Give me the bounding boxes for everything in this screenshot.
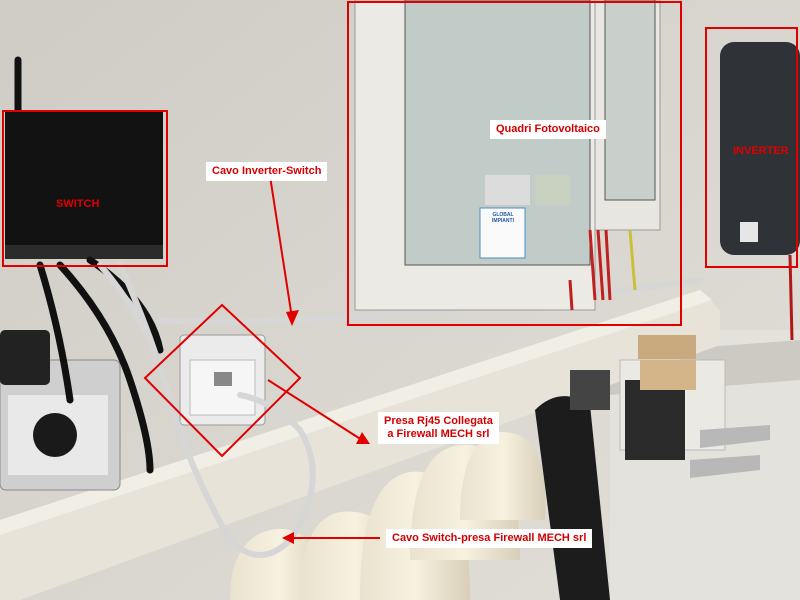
inverter-label: INVERTER bbox=[733, 145, 789, 157]
black-pipe bbox=[535, 396, 610, 600]
presa-label: Presa Rj45 Collegata a Firewall MECH srl bbox=[378, 412, 499, 444]
inverter-cable bbox=[788, 254, 794, 341]
rj45-plate bbox=[189, 359, 256, 416]
metal-bracket-2 bbox=[690, 455, 760, 478]
sticker-brand: GLOBAL IMPIANTI bbox=[492, 212, 514, 224]
presa-frame bbox=[143, 303, 302, 458]
annotation-arrows bbox=[267, 175, 380, 539]
cable-inverter-switch-label: Cavo Inverter-Switch bbox=[206, 162, 328, 181]
presa-label-line1: Presa Rj45 Collegata bbox=[384, 415, 493, 427]
breaker bbox=[485, 175, 530, 205]
pipe-fitting bbox=[570, 370, 610, 410]
cable-switch-presa-label: Cavo Switch-presa Firewall MECH srl bbox=[386, 529, 593, 548]
green-wire bbox=[628, 229, 637, 291]
red-wires bbox=[568, 229, 612, 311]
cable-trunking bbox=[0, 290, 720, 600]
annotation-frames bbox=[2, 1, 798, 458]
arrow-inverter-switch bbox=[269, 175, 293, 319]
switch-edge bbox=[5, 245, 163, 259]
inverter-device bbox=[720, 42, 800, 255]
switch-frame bbox=[2, 110, 168, 267]
arrow-presa bbox=[267, 379, 363, 441]
trunking-top bbox=[0, 290, 712, 535]
presa-label-line2: a Firewall MECH srl bbox=[387, 428, 490, 440]
meter bbox=[535, 175, 570, 205]
switch-label: SWITCH bbox=[56, 198, 100, 210]
power-adapter bbox=[0, 330, 50, 385]
arrow-heads bbox=[282, 310, 370, 544]
quadri-label: Quadri Fotovoltaico bbox=[490, 120, 606, 139]
metal-bracket bbox=[700, 425, 770, 448]
carton-box bbox=[638, 335, 696, 359]
rj45-port bbox=[214, 372, 232, 386]
ups-outlets bbox=[625, 380, 685, 460]
inverter-frame bbox=[705, 27, 798, 268]
network-switch bbox=[5, 112, 163, 252]
carton-box-2 bbox=[640, 360, 696, 390]
quadri-frame bbox=[347, 1, 682, 326]
pv-panel-right-door bbox=[604, 0, 656, 201]
inverter-qr bbox=[740, 222, 758, 242]
plug bbox=[33, 413, 77, 457]
panel-sticker bbox=[479, 207, 526, 259]
